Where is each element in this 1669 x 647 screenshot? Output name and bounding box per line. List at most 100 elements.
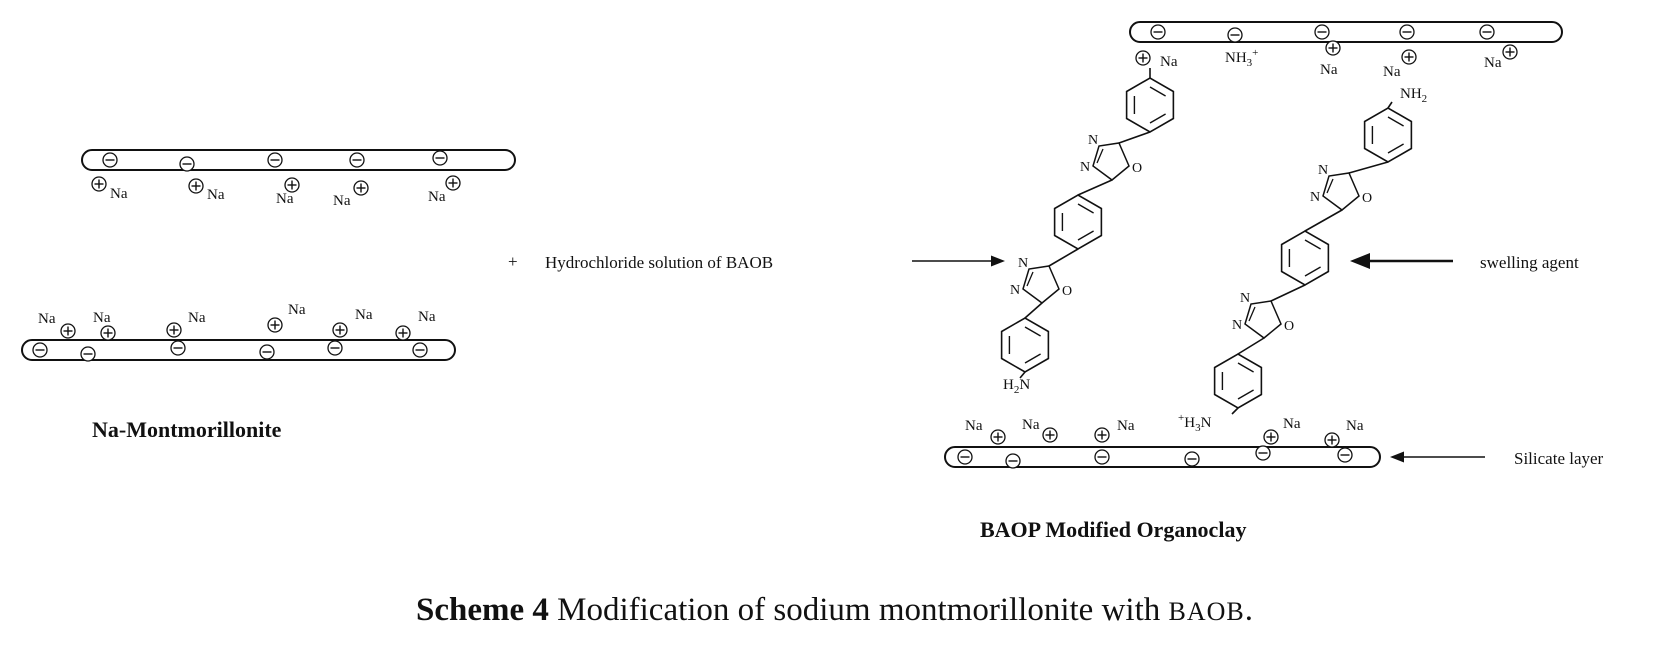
cation [188,178,204,194]
double-bond [1096,148,1104,164]
nitrogen-label: N [1010,283,1020,298]
anion [170,340,186,356]
na-label: Na [1117,418,1135,434]
na-label: Na [110,186,128,202]
na-montmorillonite-title: Na-Montmorillonite [92,417,282,442]
na-label: Na [1160,54,1178,70]
plus-h3n-label-bottom: +H3N [1178,412,1212,434]
double-bond [1149,113,1166,124]
oxygen-label: O [1362,191,1372,206]
anion [327,340,343,356]
double-bond [1077,203,1094,214]
na-label: Na [965,418,983,434]
double-bond [1024,353,1041,364]
clay-sheet-top-left [81,149,516,171]
caption-abbr: BAOB [1168,597,1245,626]
cation [1502,44,1518,60]
anion [179,156,195,172]
silicate-layer-label: Silicate layer [1514,449,1604,468]
nh3-plus-label-top: NH3+ [1225,47,1258,69]
h2n-label-bottom: H2N [1003,377,1030,396]
cation [1135,50,1151,66]
oxadiazole-ring [1322,172,1360,211]
anion [957,449,973,465]
single-bond [1348,161,1389,174]
cation [990,429,1006,445]
oxygen-label: O [1062,284,1072,299]
na-label: Na [418,309,436,325]
double-bond [1248,306,1256,322]
single-bond [1024,302,1043,319]
nitrogen-label: N [1088,133,1098,148]
anion [1337,447,1353,463]
nitrogen-label: N [1080,160,1090,175]
single-bond [1387,101,1393,109]
anion [267,152,283,168]
benzene-ring [1125,77,1175,133]
cation [91,176,107,192]
na-label: Na [1283,416,1301,432]
anion [1479,24,1495,40]
anion [1255,445,1271,461]
cation [1324,432,1340,448]
scheme-caption: Scheme 4 Modification of sodium montmori… [0,592,1669,630]
anion [80,346,96,362]
caption-prefix: Scheme 4 [415,592,549,628]
single-bond [1270,284,1306,302]
na-label: Na [1383,64,1401,80]
single-bond [1237,337,1265,355]
double-bond [1387,143,1404,154]
anion [1184,451,1200,467]
clay-sheet-bottom-left [21,339,456,361]
benzene-ring [1000,317,1050,373]
na-label: Na [207,187,225,203]
na-label: Na [428,189,446,205]
anion [32,342,48,358]
nitrogen-label: N [1318,163,1328,178]
single-bond [1304,209,1343,232]
double-bond [1026,271,1034,287]
single-bond [1048,248,1079,267]
cation [445,175,461,191]
anion [259,344,275,360]
na-label: Na [188,310,206,326]
cation [1094,427,1110,443]
reaction-arrow [912,255,1005,267]
anion [1314,24,1330,40]
cation [100,325,116,341]
swelling-agent-label: swelling agent [1480,253,1579,272]
na-label: Na [38,311,56,327]
benzene-ring [1053,194,1103,250]
silicate-layer-arrow [1390,451,1485,463]
double-bond [1237,389,1254,400]
na-label: Na [333,193,351,209]
clay-sheet-top-right [1129,21,1563,43]
single-bond [1118,131,1151,144]
cation [1325,40,1341,56]
oxadiazole-ring [1022,265,1060,304]
benzene-ring [1213,353,1263,409]
anion [1399,24,1415,40]
anion [1094,449,1110,465]
nitrogen-label: N [1310,190,1320,205]
caption-text: Modification of sodium montmorillonite w… [548,592,1169,628]
na-label: Na [1320,62,1338,78]
swelling-agent-arrow [1350,253,1453,269]
single-bond [1231,407,1239,415]
oxadiazole-ring [1244,300,1282,339]
cation [1401,49,1417,65]
anion [349,152,365,168]
nitrogen-label: N [1018,256,1028,271]
anion [1005,453,1021,469]
cation [60,323,76,339]
oxygen-label: O [1284,319,1294,334]
na-label: Na [1346,418,1364,434]
anion [1227,27,1243,43]
double-bond [1237,362,1254,373]
na-label: Na [276,191,294,207]
clay-sheet-bottom-right [944,446,1381,468]
caption-end: . [1244,592,1253,628]
